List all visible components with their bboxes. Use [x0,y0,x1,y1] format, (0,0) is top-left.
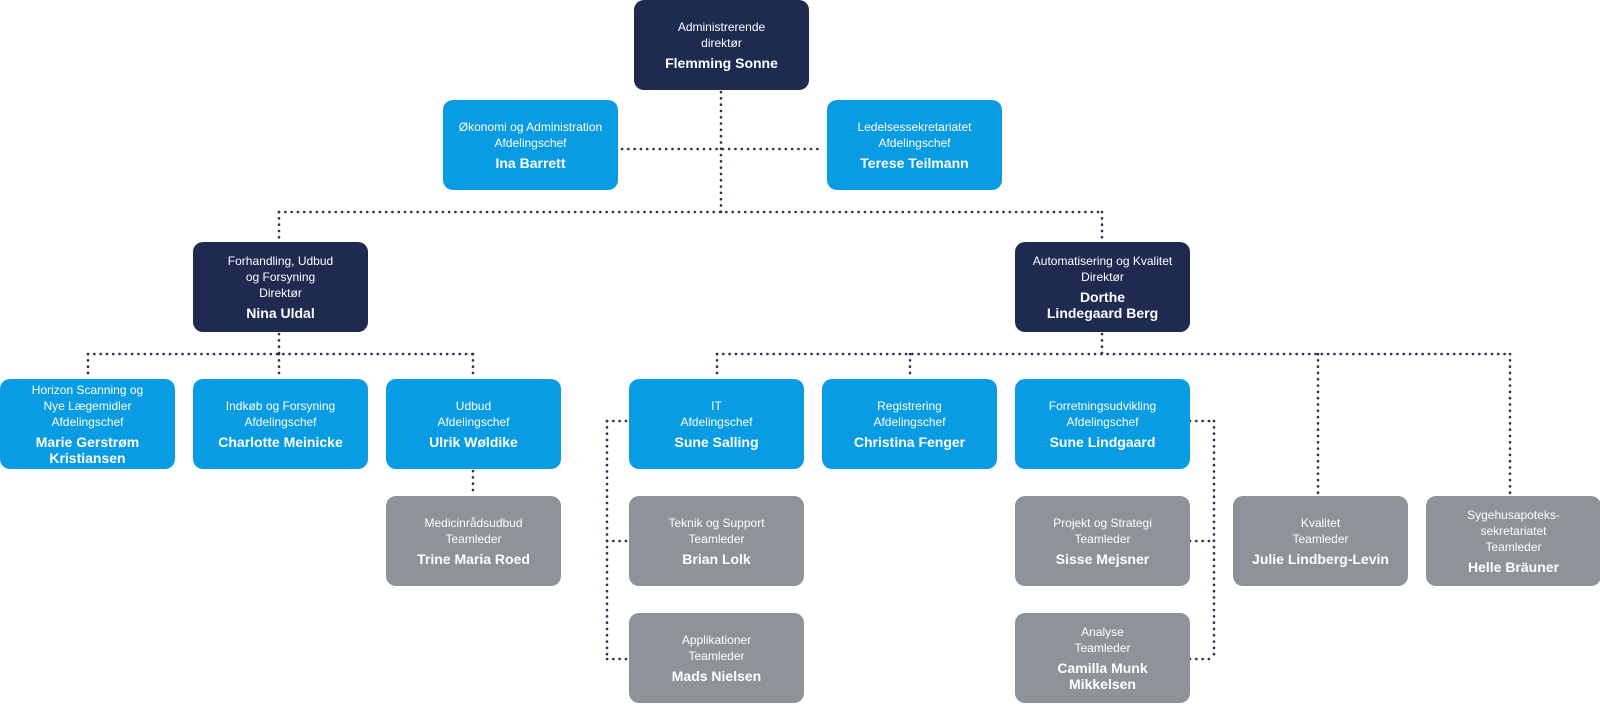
person-name: Flemming Sonne [665,55,778,71]
person-name: Trine Maria Roed [417,551,530,567]
person-name: Marie Gerstrøm Kristiansen [35,434,140,466]
role-title: Kvalitet Teamleder [1292,516,1349,546]
person-name: Nina Uldal [246,305,315,321]
org-box-horizon: Horizon Scanning og Nye Lægemidler Afdel… [0,379,175,469]
person-name: Charlotte Meinicke [218,434,343,450]
person-name: Ulrik Wøldike [429,434,518,450]
person-name: Sune Lindgaard [1049,434,1156,450]
person-name: Camilla Munk Mikkelsen [1057,660,1148,692]
person-name: Terese Teilmann [860,155,969,171]
person-name: Ina Barrett [495,155,566,171]
role-title: Automatisering og Kvalitet Direktør [1032,254,1173,284]
role-title: Sygehusapoteks- sekretariatet Teamleder [1467,508,1560,554]
role-title: Indkøb og Forsyning Afdelingschef [225,399,336,429]
role-title: Registrering Afdelingschef [873,399,946,429]
person-name: Dorthe Lindegaard Berg [1046,289,1159,321]
role-title: IT Afdelingschef [680,399,753,429]
person-name: Sune Salling [674,434,759,450]
person-name: Christina Fenger [853,434,966,450]
person-name: Sisse Mejsner [1055,551,1150,567]
org-box-forhandling: Forhandling, Udbud og Forsyning Direktør… [193,242,368,332]
role-title: Forhandling, Udbud og Forsyning Direktør [227,254,334,300]
role-title: Udbud Afdelingschef [437,399,510,429]
person-name: Mads Nielsen [671,668,762,684]
role-title: Applikationer Teamleder [681,633,752,663]
role-title: Økonomi og Administration Afdelingschef [458,120,603,150]
role-title: Administrerende direktør [677,20,766,50]
person-name: Julie Lindberg-Levin [1252,551,1389,567]
role-title: Ledelsessekretariatet Afdelingschef [857,120,972,150]
role-title: Projekt og Strategi Teamleder [1053,516,1152,546]
role-title: Analyse Teamleder [1074,625,1131,655]
role-title: Medicinrådsudbud Teamleder [424,516,523,546]
role-title: Horizon Scanning og Nye Lægemidler Afdel… [31,383,144,429]
person-name: Brian Lolk [682,551,751,567]
role-title: Forretningsudvikling Afdelingschef [1048,399,1157,429]
role-title: Teknik og Support Teamleder [668,516,765,546]
person-name: Helle Bräuner [1467,559,1560,575]
